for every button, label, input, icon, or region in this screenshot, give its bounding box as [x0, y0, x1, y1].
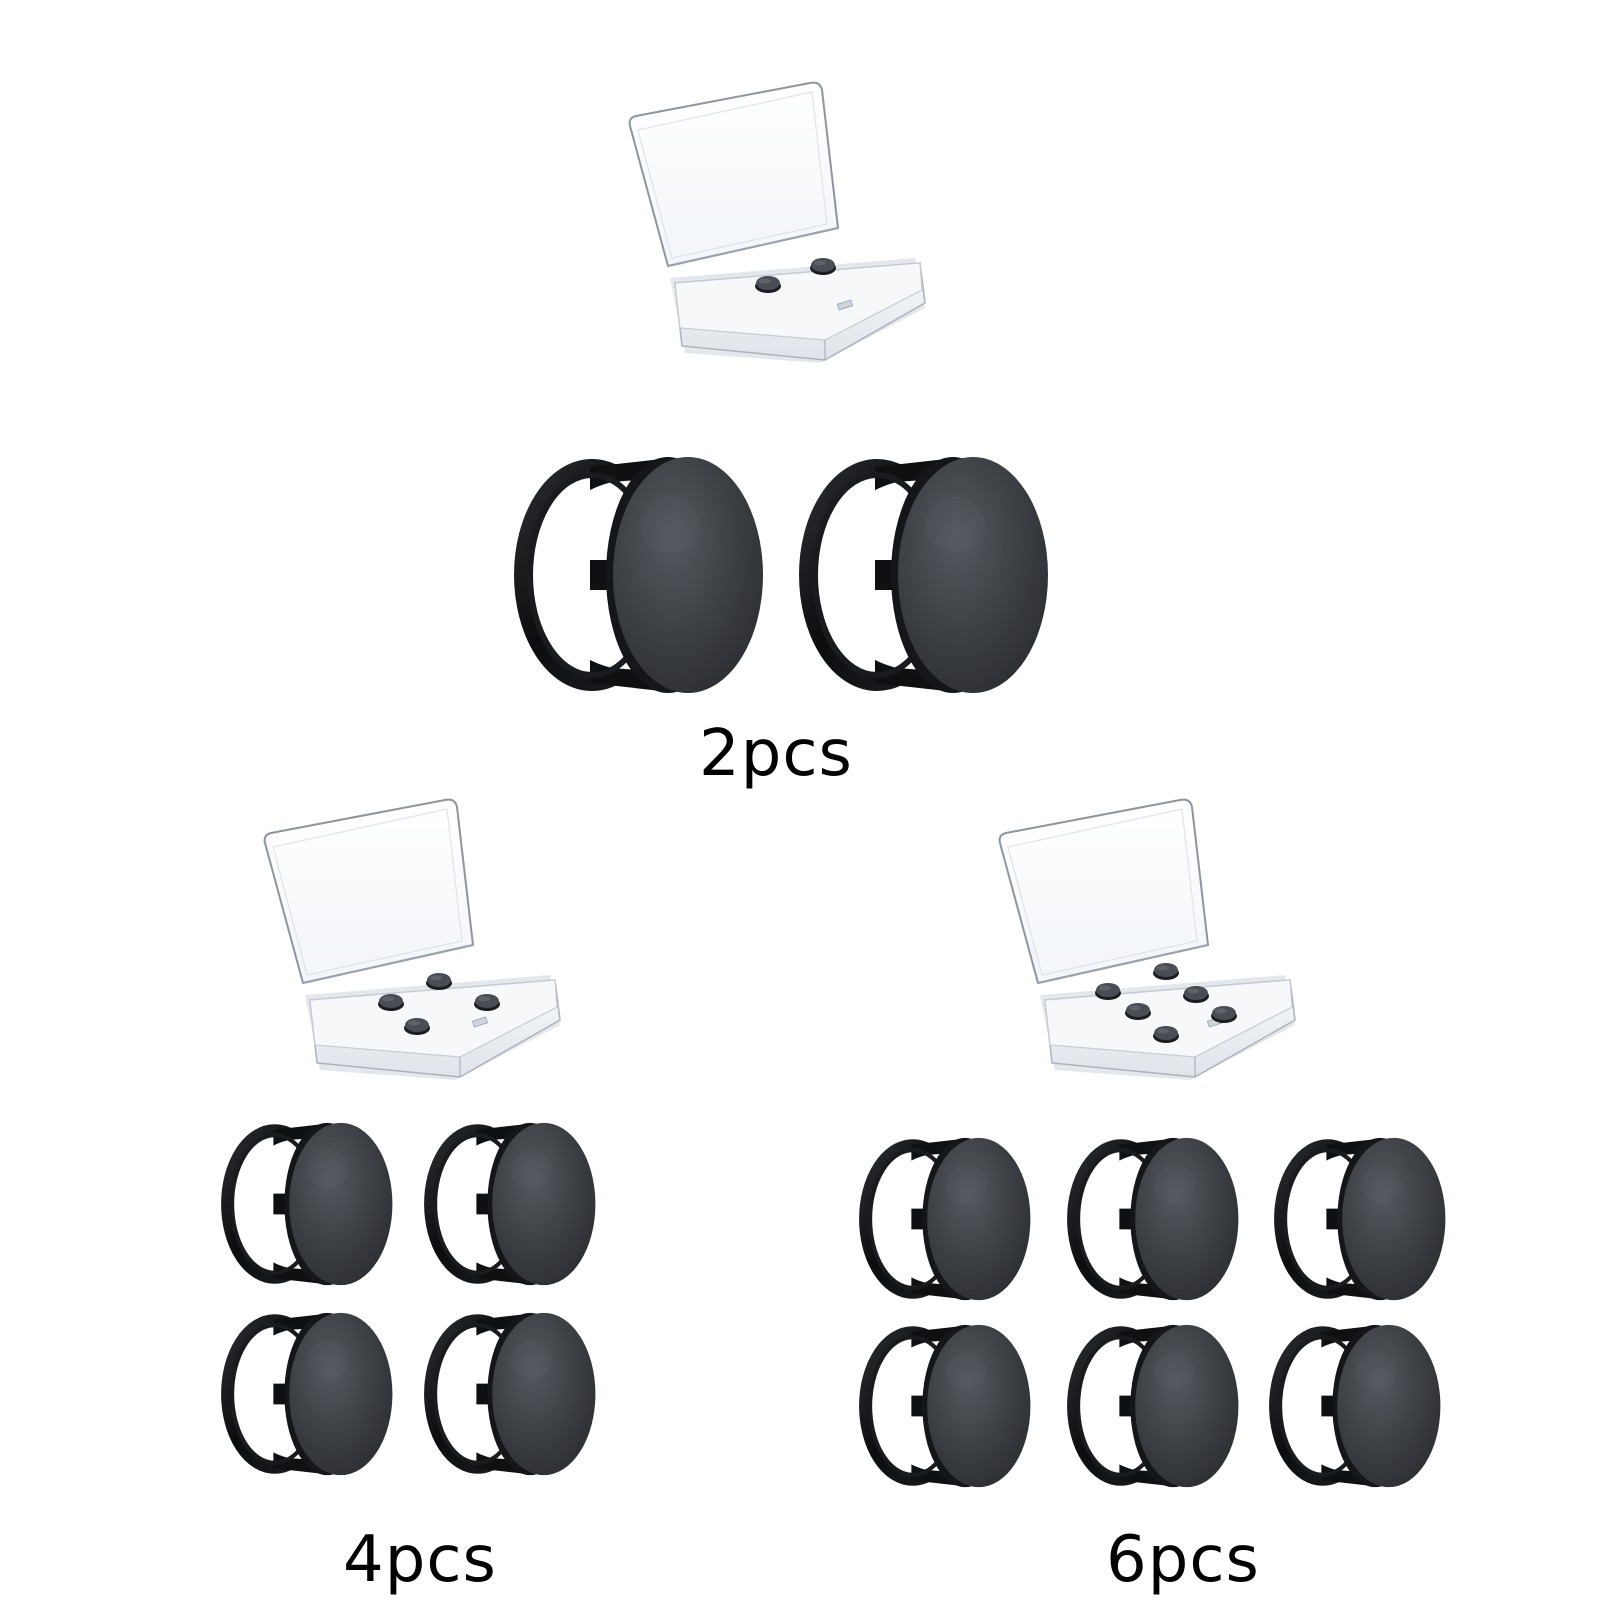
magnetic-plug-image [221, 1118, 397, 1290]
plug-icon [859, 1324, 1031, 1488]
plug-icon [424, 1122, 596, 1286]
plug-icon [514, 457, 763, 693]
case-6-icon [998, 798, 1296, 1080]
plug-icon [859, 1137, 1031, 1301]
magnetic-plug-image [859, 1133, 1035, 1305]
plug-icon [221, 1312, 393, 1476]
storage-case-image [255, 795, 585, 1095]
magnetic-plug-image [1067, 1320, 1243, 1492]
magnetic-plug-image [221, 1308, 397, 1480]
plug-icon [799, 457, 1048, 693]
plug-icon [221, 1122, 393, 1286]
magnetic-plug-image [1269, 1320, 1445, 1492]
case-2-icon [628, 81, 926, 363]
quantity-label: 2pcs [699, 717, 853, 791]
quantity-label: 4pcs [343, 1523, 497, 1597]
plug-icon [1067, 1137, 1239, 1301]
magnetic-plug-image [424, 1308, 600, 1480]
plug-icon [1067, 1324, 1239, 1488]
quantity-label: 6pcs [1106, 1523, 1260, 1597]
plug-icon [1274, 1137, 1446, 1301]
magnetic-plug-image [1067, 1133, 1243, 1305]
magnetic-plug-image [424, 1118, 600, 1290]
plug-icon [1269, 1324, 1441, 1488]
storage-case-image [620, 78, 950, 378]
magnetic-plug-image [514, 450, 765, 700]
magnetic-plug-image [859, 1320, 1035, 1492]
magnetic-plug-image [1274, 1133, 1450, 1305]
case-4-icon [263, 798, 561, 1080]
storage-case-image [990, 795, 1320, 1095]
magnetic-plug-image [799, 450, 1050, 700]
plug-icon [424, 1312, 596, 1476]
